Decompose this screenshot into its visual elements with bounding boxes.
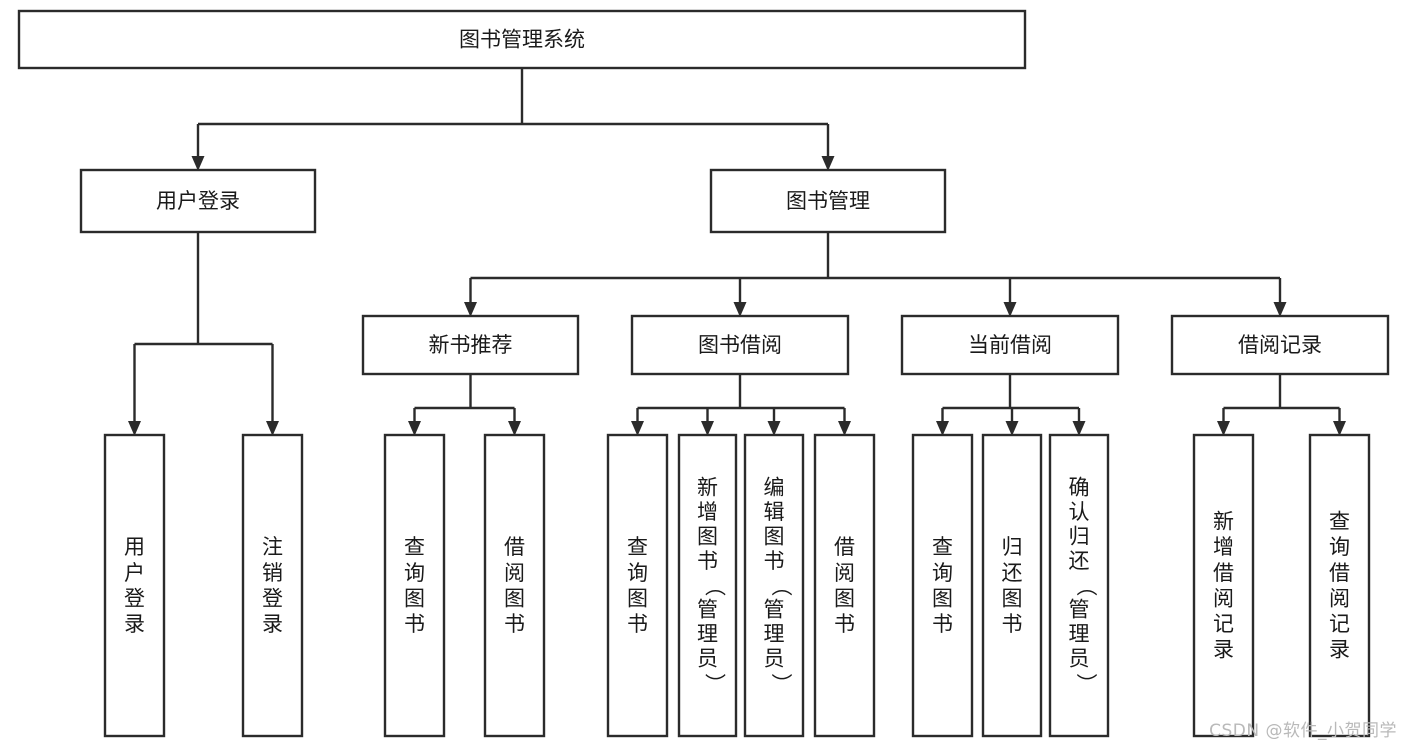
node-n4[interactable]: 图书借阅	[630, 314, 850, 376]
node-label: 查询借阅记录	[1329, 510, 1350, 662]
node-label-paren: ）	[703, 673, 727, 694]
edge-arrowhead-icon	[1333, 421, 1346, 436]
node-label: 图书管理	[786, 189, 870, 213]
node-l9[interactable]: 查询图书	[911, 433, 974, 738]
node-rect	[1192, 433, 1255, 738]
node-rect	[79, 168, 317, 234]
node-rect	[103, 433, 166, 738]
edge-arrowhead-icon	[733, 302, 747, 317]
node-rect	[677, 433, 738, 738]
node-rect	[17, 9, 1027, 70]
edge-layer	[128, 68, 1346, 436]
node-rect	[630, 314, 850, 376]
node-n3[interactable]: 新书推荐	[361, 314, 580, 376]
node-l12[interactable]: 新增借阅记录	[1192, 433, 1255, 738]
node-label: 注销登录	[262, 535, 283, 636]
node-rect	[911, 433, 974, 738]
node-rect	[483, 433, 546, 738]
node-rect	[813, 433, 876, 738]
edge-arrowhead-icon	[508, 421, 521, 436]
node-rect	[981, 433, 1043, 738]
node-label: 新增借阅记录	[1213, 510, 1234, 662]
node-label: 归还图书	[1002, 535, 1023, 636]
node-l7[interactable]: （ ）编辑图书 管理员	[743, 433, 805, 738]
edge-arrowhead-icon	[838, 421, 851, 436]
edge-arrowhead-icon	[701, 421, 714, 436]
edge-arrowhead-icon	[1273, 302, 1287, 317]
node-l6[interactable]: （ ）新增图书 管理员	[677, 433, 738, 738]
node-label: 查询图书	[627, 535, 648, 636]
node-rect	[1048, 433, 1110, 738]
node-rect	[1308, 433, 1371, 738]
node-rect	[709, 168, 947, 234]
node-rect	[606, 433, 669, 738]
edge-arrowhead-icon	[408, 421, 421, 436]
edge-arrowhead-icon	[821, 156, 835, 171]
edge-arrowhead-icon	[464, 302, 477, 317]
node-rect	[241, 433, 304, 738]
node-l13[interactable]: 查询借阅记录	[1308, 433, 1371, 738]
node-l1[interactable]: 用户登录	[103, 433, 166, 738]
edge-arrowhead-icon	[767, 421, 781, 436]
node-label: 用户登录	[124, 535, 145, 636]
node-label: 借阅记录	[1238, 333, 1322, 357]
node-label: 确认归还 管理员	[1069, 476, 1090, 671]
node-label: 编辑图书 管理员	[764, 476, 785, 671]
node-rect	[743, 433, 805, 738]
csdn-watermark: CSDN @软件_小贺同学	[1209, 721, 1397, 741]
node-label: 图书借阅	[698, 333, 782, 357]
node-label-paren: （	[703, 575, 727, 596]
node-root[interactable]: 图书管理系统	[17, 9, 1027, 70]
node-rect	[900, 314, 1120, 376]
edge-arrowhead-icon	[1072, 421, 1086, 436]
node-rect	[361, 314, 580, 376]
node-l4[interactable]: 借阅图书	[483, 433, 546, 738]
node-label: 当前借阅	[968, 333, 1052, 357]
edge-arrowhead-icon	[1003, 302, 1017, 317]
node-l2[interactable]: 注销登录	[241, 433, 304, 738]
node-layer: 图书管理系统用户登录图书管理新书推荐图书借阅当前借阅借阅记录用户登录注销登录查询…	[17, 9, 1390, 738]
node-l11[interactable]: （ ）确认归还 管理员	[1048, 433, 1110, 738]
node-n5[interactable]: 当前借阅	[900, 314, 1120, 376]
node-l5[interactable]: 查询图书	[606, 433, 669, 738]
node-rect	[383, 433, 446, 738]
node-rect	[1170, 314, 1390, 376]
node-label: 图书管理系统	[459, 28, 585, 52]
node-label: 查询图书	[404, 535, 425, 636]
node-label: 新增图书 管理员	[697, 476, 718, 671]
node-n2[interactable]: 图书管理	[709, 168, 947, 234]
edge-arrowhead-icon	[1005, 421, 1019, 436]
edge-arrowhead-icon	[128, 421, 141, 436]
node-label: 借阅图书	[834, 535, 855, 636]
edge-arrowhead-icon	[191, 156, 205, 171]
node-label-paren: ）	[769, 673, 793, 694]
node-l10[interactable]: 归还图书	[981, 433, 1043, 738]
node-label: 新书推荐	[429, 333, 513, 357]
edge-arrowhead-icon	[936, 421, 949, 436]
edge-arrowhead-icon	[266, 421, 279, 436]
node-label-paren: （	[1074, 575, 1098, 596]
node-label-paren: ）	[1074, 673, 1098, 694]
node-label: 借阅图书	[504, 535, 525, 636]
node-label: 查询图书	[932, 535, 953, 636]
node-l8[interactable]: 借阅图书	[813, 433, 876, 738]
node-label: 用户登录	[156, 189, 240, 213]
edge-arrowhead-icon	[1217, 421, 1230, 436]
node-l3[interactable]: 查询图书	[383, 433, 446, 738]
edge-arrowhead-icon	[631, 421, 644, 436]
node-n6[interactable]: 借阅记录	[1170, 314, 1390, 376]
node-label-paren: （	[769, 575, 793, 596]
node-n1[interactable]: 用户登录	[79, 168, 317, 234]
